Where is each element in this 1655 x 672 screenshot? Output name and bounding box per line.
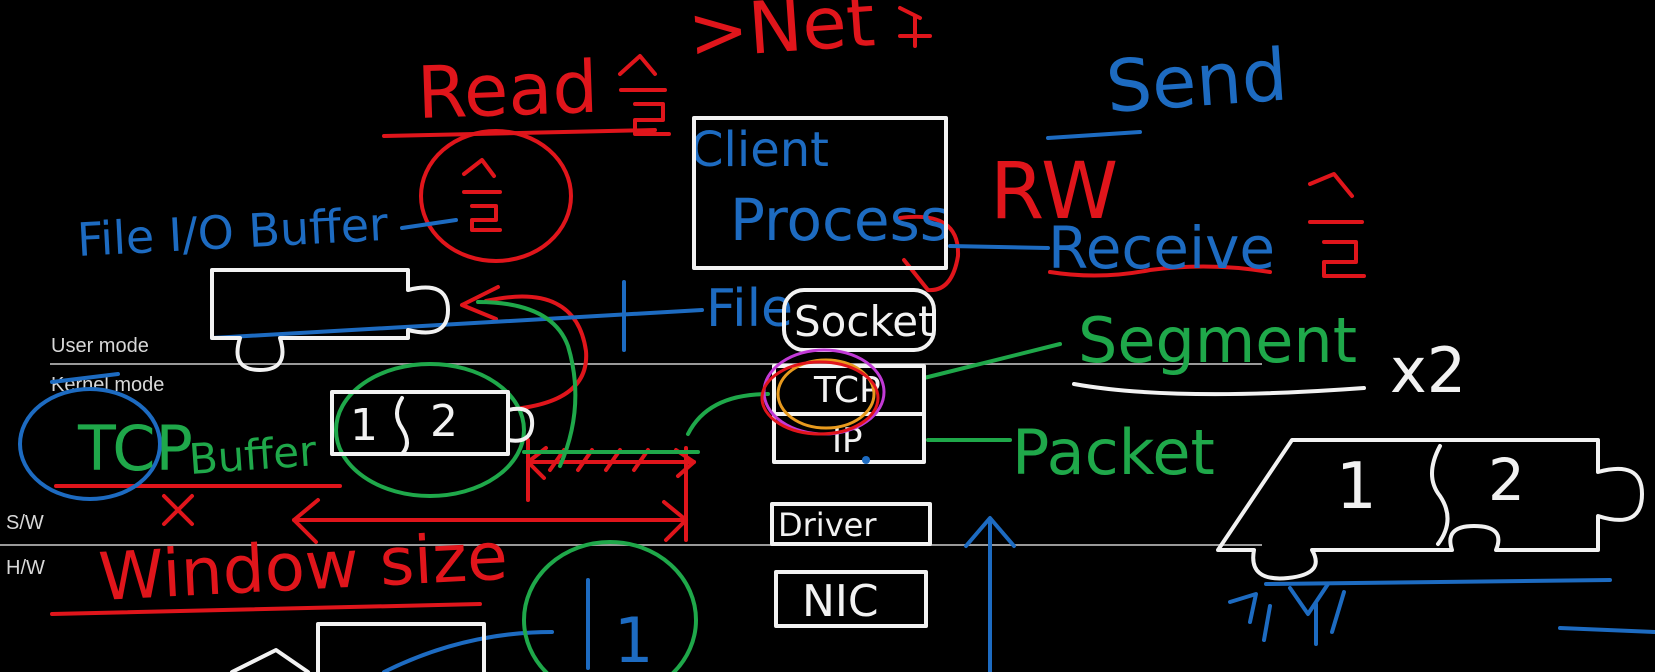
nic-ring bbox=[522, 540, 698, 672]
window-arrow-long-left-head bbox=[292, 498, 320, 544]
receive-label: Receive bbox=[1048, 214, 1275, 282]
socket-label: Socket bbox=[794, 297, 935, 346]
bottom-right-line bbox=[1264, 578, 1612, 586]
nic-label: NIC bbox=[802, 576, 879, 627]
socket-box bbox=[782, 288, 936, 352]
korean-scribble-circle bbox=[462, 158, 502, 232]
nic-box bbox=[774, 570, 928, 628]
read-circle bbox=[419, 129, 573, 263]
tcp-buffer-2: 2 bbox=[430, 396, 458, 447]
nic-bracket-line bbox=[382, 630, 554, 672]
process-label: Process bbox=[730, 186, 950, 254]
tcp-buffer-puzzle-knob bbox=[506, 406, 535, 443]
times-two-label: x2 bbox=[1390, 334, 1466, 407]
window-size-underline bbox=[50, 602, 482, 616]
korean-scribble-read bbox=[618, 54, 671, 136]
file-io-buffer-puzzle bbox=[210, 268, 450, 372]
segment-underline bbox=[1072, 382, 1366, 397]
window-arrow-hatching bbox=[548, 448, 650, 472]
packet-label: Packet bbox=[1012, 416, 1215, 489]
window-arrow-long-right-head bbox=[662, 500, 688, 542]
net-heading: >Net bbox=[685, 0, 877, 75]
buffer-to-file-curve bbox=[476, 300, 578, 468]
client-process-box bbox=[692, 116, 948, 270]
tcp-buffer-ring bbox=[334, 362, 526, 498]
buffer-label: Buffer bbox=[187, 426, 318, 484]
korean-scribble-top bbox=[898, 6, 932, 48]
bottom-left-shape bbox=[230, 622, 486, 672]
file-io-connector bbox=[400, 218, 458, 230]
ip-box bbox=[772, 412, 926, 464]
korean-scribble-receive bbox=[1308, 172, 1366, 278]
driver-label: Driver bbox=[778, 506, 877, 544]
ip-dot bbox=[862, 456, 870, 464]
tcp-highlight-orange bbox=[776, 358, 876, 430]
segment-pointer bbox=[922, 342, 1062, 380]
read-label: Read bbox=[416, 45, 600, 135]
window-mark bbox=[162, 494, 194, 526]
rw-label: RW bbox=[990, 147, 1118, 237]
tcp-circle-label: TCP bbox=[77, 412, 193, 485]
tcp-buffer-1: 1 bbox=[350, 400, 378, 451]
nic-ring-contents: 1 bbox=[586, 456, 870, 672]
process-to-rw-hook bbox=[898, 214, 961, 293]
right-puzzle-2: 2 bbox=[1488, 446, 1525, 514]
tcp-circle bbox=[18, 387, 162, 501]
green-annotations: TCP Buffer Segment Packet bbox=[77, 300, 1357, 672]
client-label: Client bbox=[690, 122, 829, 178]
right-puzzle-divider bbox=[1430, 444, 1450, 546]
tcp-buffer-puzzle bbox=[330, 390, 510, 456]
blue-annotations: File I/O Buffer Client Process Send Rece… bbox=[18, 33, 1655, 672]
tcp-highlight-red bbox=[760, 360, 880, 436]
bottom-korean-scribble bbox=[1228, 582, 1346, 646]
segment-label: Segment bbox=[1078, 304, 1357, 377]
hw-up-arrow bbox=[964, 516, 1016, 672]
right-puzzle-1: 1 bbox=[1336, 450, 1377, 524]
right-puzzle bbox=[1216, 438, 1644, 581]
red-annotations: >Net Read RW Window size bbox=[50, 0, 1366, 616]
file-label: File bbox=[706, 279, 793, 339]
bottom-right-tail bbox=[1558, 626, 1655, 634]
hw-label: H/W bbox=[6, 557, 45, 579]
file-io-buffer-label: File I/O Buffer bbox=[76, 197, 390, 267]
tcp-circle-strike bbox=[50, 372, 120, 384]
send-underline bbox=[1046, 130, 1142, 140]
file-to-buffer-line bbox=[210, 308, 704, 340]
driver-box bbox=[770, 502, 932, 546]
user-mode-label: User mode bbox=[51, 335, 149, 357]
tcp-buffer-puzzle-divider bbox=[395, 396, 409, 456]
sw-label: S/W bbox=[6, 512, 44, 534]
nic-ring-1: 1 bbox=[614, 604, 653, 672]
process-to-receive-line bbox=[948, 244, 1050, 250]
buffer-to-arrow-curve bbox=[484, 294, 589, 411]
read-arrow-head bbox=[460, 285, 500, 321]
tcp-to-buffer-curve bbox=[686, 392, 770, 436]
window-size-label: Window size bbox=[97, 518, 510, 616]
receive-underline bbox=[1048, 264, 1272, 278]
white-annotations: Socket TCP IP Driver NIC 1 2 x2 1 2 bbox=[210, 116, 1644, 672]
send-label: Send bbox=[1103, 33, 1290, 129]
